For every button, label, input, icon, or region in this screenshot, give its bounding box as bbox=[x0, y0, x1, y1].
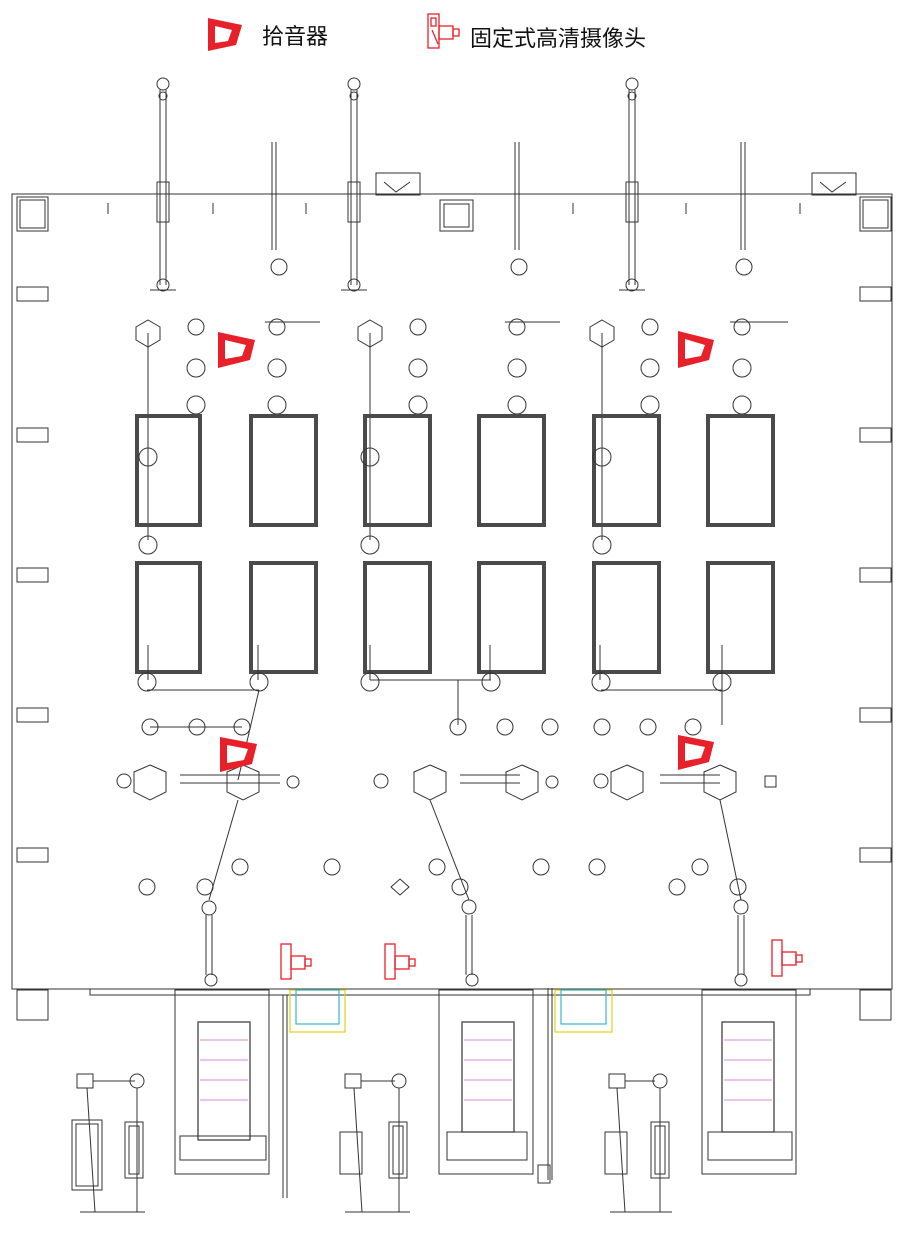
legend-camera-icon bbox=[427, 13, 460, 49]
panel-nodes bbox=[137, 447, 732, 725]
speaker-box-2 bbox=[811, 172, 857, 196]
microphone-1-icon bbox=[218, 332, 255, 368]
middle-node-row bbox=[116, 689, 777, 801]
overhead-rigging bbox=[107, 77, 857, 292]
pole-3 bbox=[735, 142, 753, 276]
console-left bbox=[71, 1073, 145, 1213]
left-wall-fixtures bbox=[16, 196, 49, 1021]
legend-mic-label: 拾音器 bbox=[262, 25, 328, 50]
camera-2-icon bbox=[384, 943, 416, 980]
room-outline bbox=[11, 193, 893, 990]
microphone-3-icon bbox=[220, 737, 257, 772]
panel-row-lower bbox=[135, 561, 775, 674]
cabinet-left bbox=[174, 973, 270, 1175]
right-wall-fixtures bbox=[859, 196, 892, 1021]
console-mid bbox=[339, 1073, 410, 1213]
speaker-box-1 bbox=[375, 172, 421, 196]
camera-1-icon bbox=[280, 943, 312, 980]
pole-2 bbox=[510, 142, 528, 276]
legend-camera-label: 固定式高清摄像头 bbox=[470, 27, 646, 52]
truss-right bbox=[619, 77, 645, 292]
console-right bbox=[604, 1073, 672, 1213]
cabinet-mid bbox=[438, 973, 534, 1175]
cabinet-right bbox=[701, 973, 797, 1175]
bottom-rail bbox=[89, 988, 811, 1198]
cameras bbox=[280, 939, 803, 980]
camera-3-icon bbox=[771, 939, 803, 977]
legend: 拾音器 固定式高清摄像头 bbox=[208, 13, 646, 52]
microphones bbox=[218, 331, 714, 772]
panel-row-upper bbox=[135, 414, 775, 527]
truss-mid bbox=[341, 77, 367, 292]
pole-1 bbox=[270, 142, 288, 276]
lower-node-row bbox=[138, 799, 749, 975]
microphone-2-icon bbox=[678, 331, 714, 368]
microphone-4-icon bbox=[678, 735, 714, 770]
cable-runs bbox=[289, 989, 613, 1033]
truss-left bbox=[150, 77, 176, 292]
legend-mic-icon bbox=[208, 18, 242, 51]
